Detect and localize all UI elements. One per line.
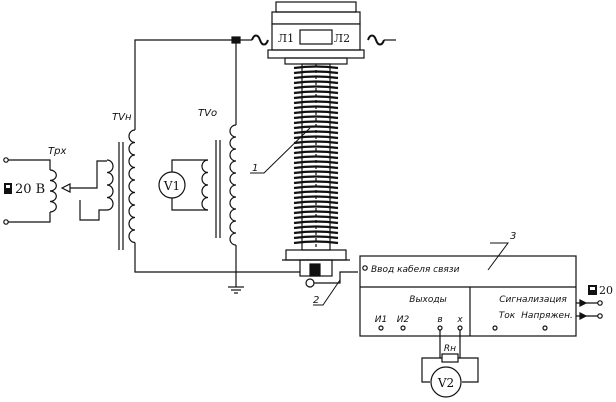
dc-supply-symbol-right [588, 285, 597, 295]
insulator-shed [293, 165, 339, 170]
alarm-label-current: Ток [499, 311, 516, 321]
insulator-shed [293, 155, 339, 160]
insulator-shed [293, 65, 339, 70]
alarm-title: Сигнализация [499, 295, 567, 305]
output-terminal-x[interactable] [457, 325, 463, 331]
regulating-transformer-label: Трх [48, 146, 66, 157]
insulator-shed [293, 150, 339, 155]
insulator-shed [293, 100, 339, 105]
voltmeter-v1 [158, 171, 186, 199]
bushing-terminal-l2: Л2 [334, 32, 350, 45]
insulator-shed [293, 120, 339, 125]
insulator-shed [293, 130, 339, 135]
load-resistor [441, 353, 459, 363]
callout-leaders [250, 127, 509, 306]
tvo-primary-coil [229, 124, 237, 246]
bushing-top-clamp [231, 1, 396, 65]
callout-2: 2 [313, 295, 319, 306]
output-label-v: в [437, 315, 442, 325]
outputs-title: Выходы [409, 295, 446, 305]
output-terminals [378, 325, 463, 331]
output-label-i1: И1 [375, 315, 387, 325]
insulator-shed [293, 235, 339, 240]
output-label-x: х [456, 315, 463, 325]
v1-wires [171, 159, 208, 211]
supply-wires [3, 157, 51, 225]
insulator-shed [293, 95, 339, 100]
insulator-shed [293, 140, 339, 145]
insulator-shed [293, 125, 339, 130]
bushing-insulator-sheds [293, 65, 339, 245]
callout-3: 3 [510, 231, 516, 242]
alarm-label-voltage: Напряжен. [521, 311, 573, 321]
high-voltage-loop [134, 39, 300, 273]
measuring-transformer-label: TVо [198, 108, 217, 119]
supply-voltage-label: 20 В [15, 182, 45, 197]
bushing-terminal-l1: Л1 [278, 32, 294, 45]
alarm-terminal-current[interactable] [492, 325, 498, 331]
insulator-shed [293, 170, 339, 175]
voltmeter-v2-label: V2 [437, 376, 454, 390]
insulator-shed [293, 215, 339, 220]
insulator-shed [293, 80, 339, 85]
insulator-shed [293, 145, 339, 150]
output-terminal-i2[interactable] [400, 325, 406, 331]
insulator-shed [293, 175, 339, 180]
ground-symbol [228, 286, 244, 294]
tvo-secondary-coil [201, 159, 209, 211]
hv-transformer-label: TVн [112, 112, 132, 123]
tvn-secondary-coil [128, 129, 136, 244]
insulator-shed [293, 220, 339, 225]
insulator-shed [293, 205, 339, 210]
output-terminal-v[interactable] [437, 325, 443, 331]
alarm-terminal-voltage[interactable] [542, 325, 548, 331]
insulator-shed [293, 115, 339, 120]
insulator-shed [293, 75, 339, 80]
insulator-shed [293, 160, 339, 165]
unit-supply-label: 20 [599, 284, 613, 297]
insulator-shed [293, 195, 339, 200]
insulator-shed [293, 190, 339, 195]
alarm-terminals [492, 325, 548, 331]
unit-housing [359, 255, 577, 337]
output-label-i2: И2 [397, 315, 410, 325]
insulator-shed [293, 180, 339, 185]
cable-input-terminal[interactable] [362, 265, 368, 271]
cable-input-label: Ввод кабеля связи [371, 265, 460, 275]
voltmeter-v2 [430, 366, 462, 398]
insulator-shed [293, 105, 339, 110]
insulator-shed [293, 240, 339, 245]
dc-supply-symbol-left [4, 183, 12, 194]
voltmeter-v1-label: V1 [163, 179, 180, 193]
insulator-shed [293, 135, 339, 140]
insulator-shed [293, 110, 339, 115]
insulator-shed [293, 85, 339, 90]
unit-right-terminals [576, 299, 603, 320]
load-resistor-label: Rн [444, 344, 456, 354]
regulating-autotransformer-coil [49, 169, 57, 213]
tvn-primary-coil [106, 159, 114, 211]
insulator-shed [293, 230, 339, 235]
insulator-shed [293, 185, 339, 190]
insulator-shed [293, 70, 339, 75]
output-terminal-i1[interactable] [378, 325, 384, 331]
insulator-shed [293, 210, 339, 215]
tvo-core [215, 140, 221, 238]
bushing-bottom-flange [282, 249, 358, 288]
insulator-shed [293, 200, 339, 205]
callout-1: 1 [252, 163, 258, 174]
insulator-shed [293, 90, 339, 95]
tvn-core [118, 142, 124, 250]
autotransformer-slider-arrow [60, 160, 107, 221]
insulator-shed [293, 225, 339, 230]
